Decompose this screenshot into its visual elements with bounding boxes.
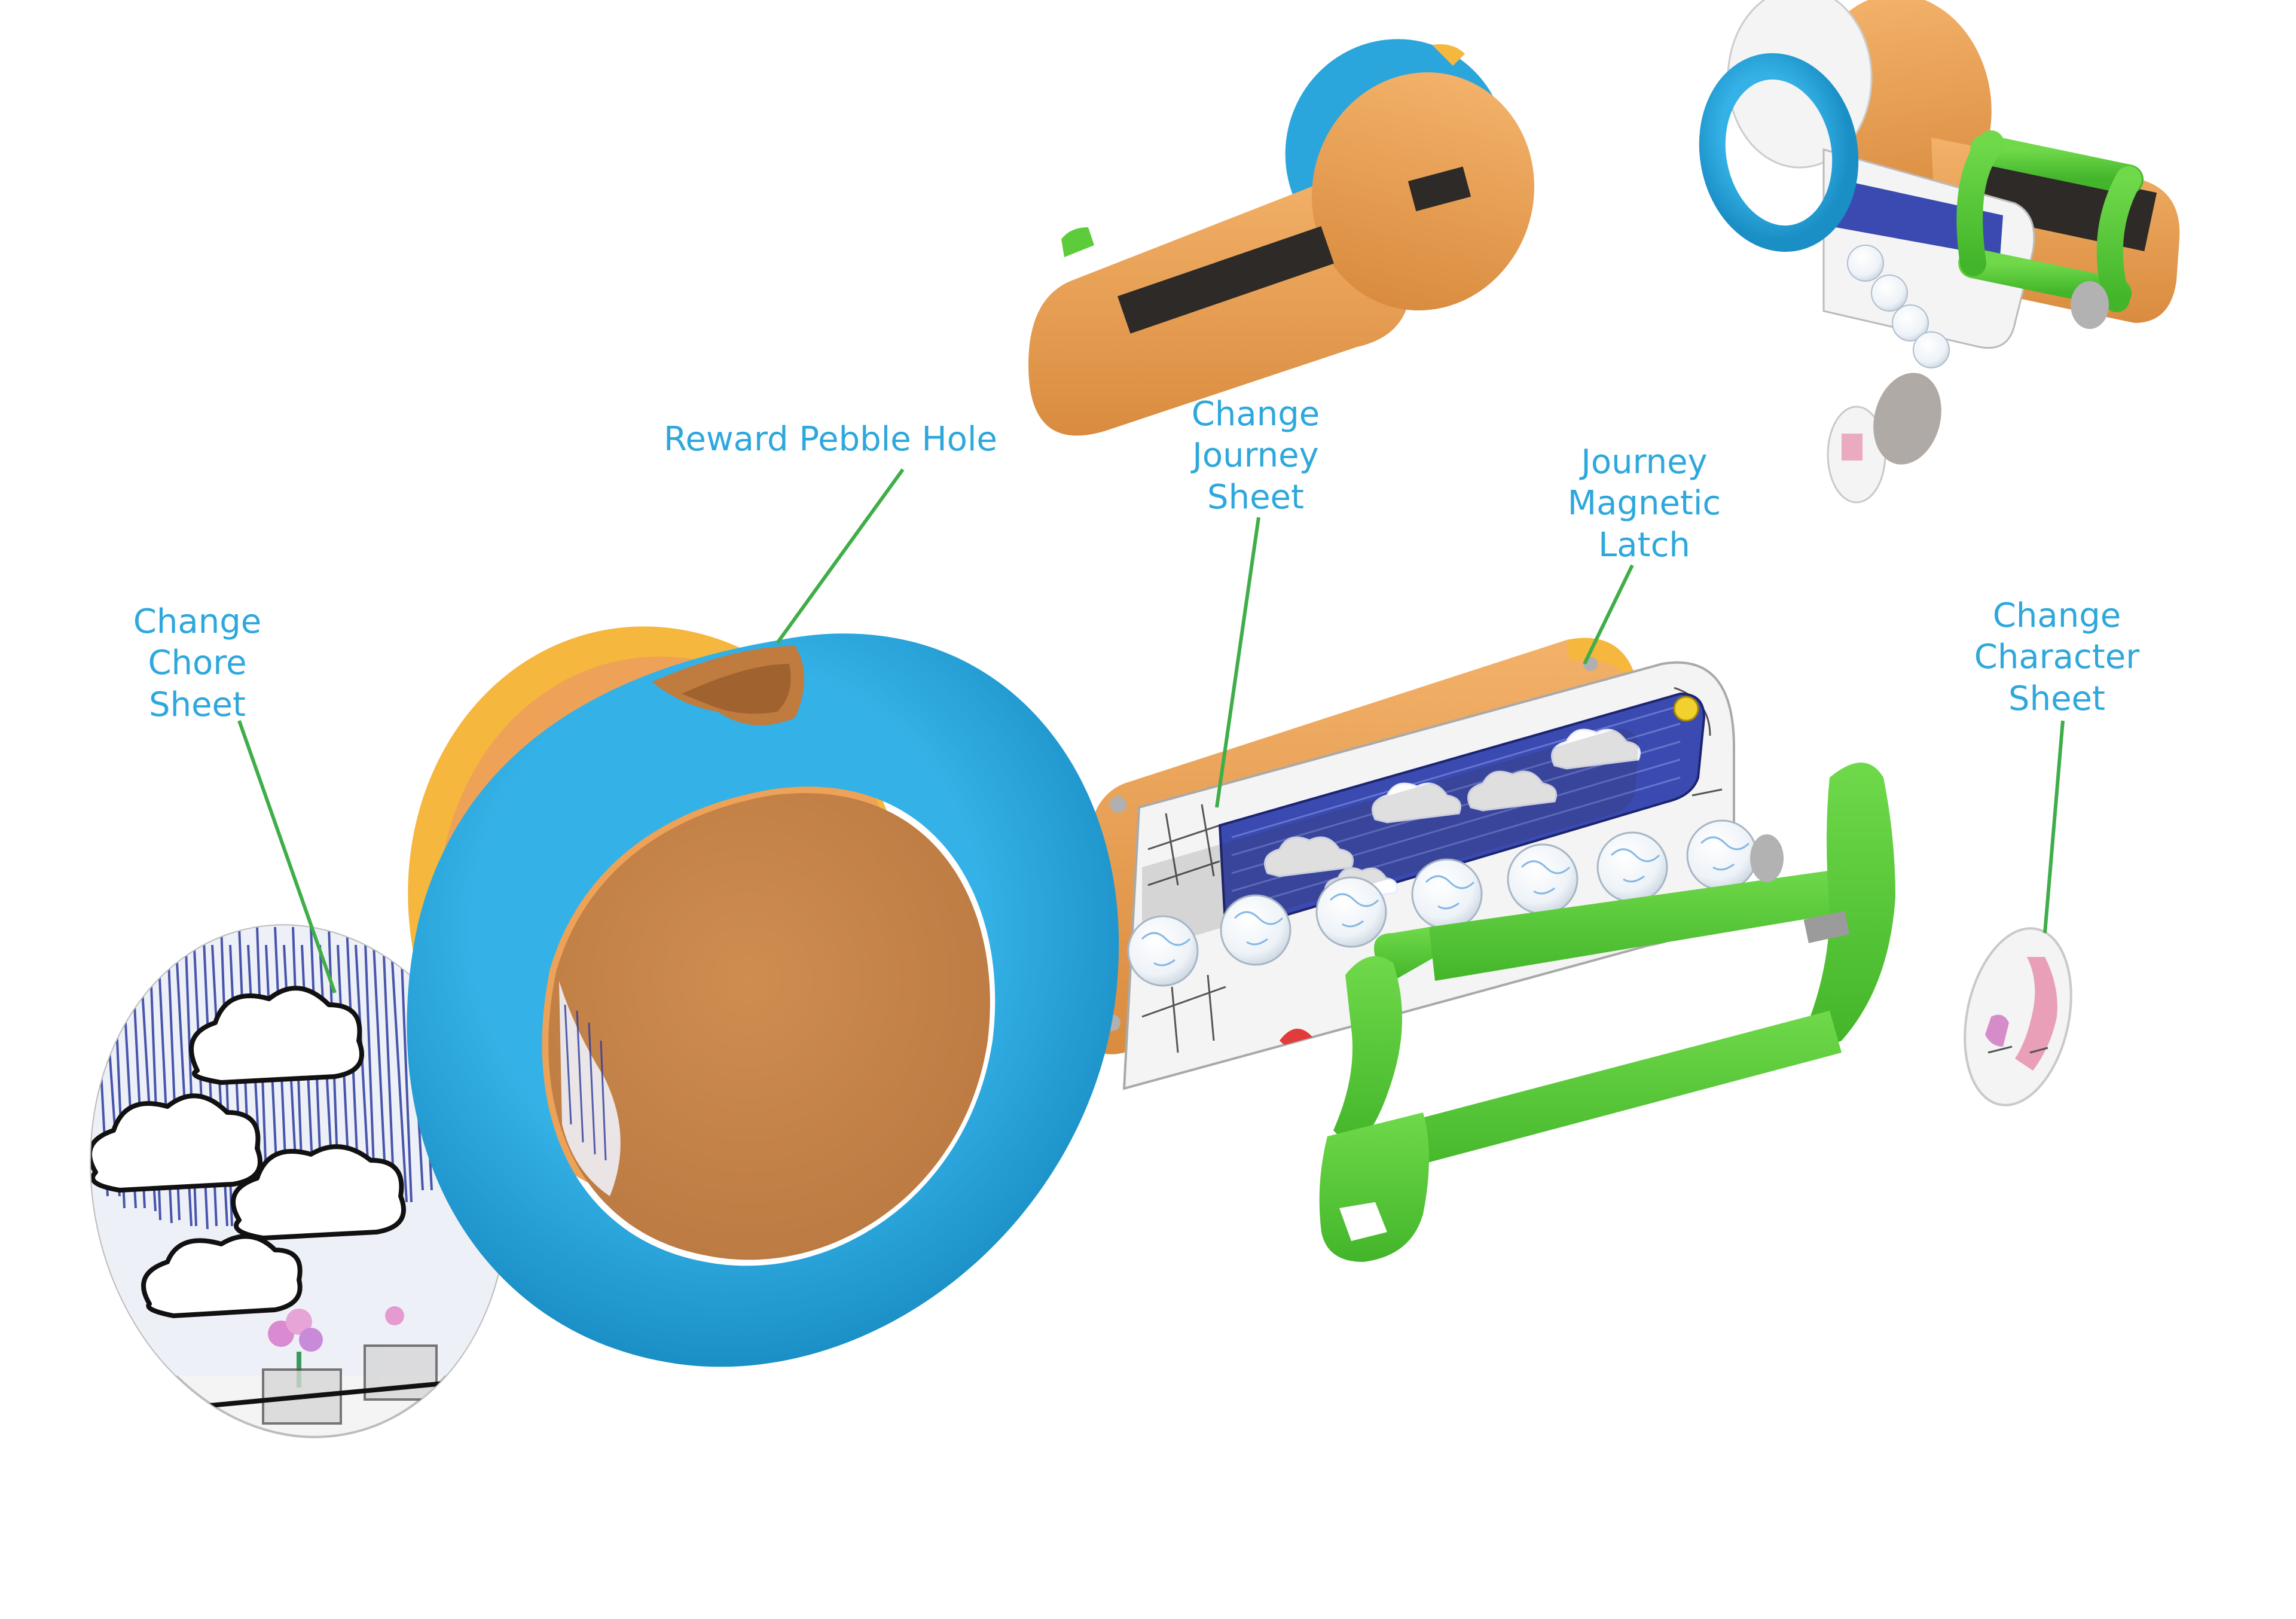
green-handle	[1319, 763, 1895, 1262]
blue-ring	[407, 633, 1119, 1367]
label-journey-magnetic-latch: Journey Magnetic Latch	[1555, 441, 1734, 566]
label-line: Change	[133, 602, 262, 641]
label-reward-pebble-hole: Reward Pebble Hole	[664, 419, 997, 460]
leader-lines	[237, 468, 2065, 993]
label-line: Journey	[1581, 443, 1708, 481]
label-line: Reward Pebble Hole	[664, 420, 997, 459]
leader-line-journey-sheet	[1215, 517, 1260, 808]
label-line: Change	[1992, 596, 2121, 635]
exploded-thumbnail	[1699, 0, 2180, 504]
label-change-journey-sheet: Change Journey Sheet	[1166, 394, 1345, 518]
label-change-character-sheet: Change Character Sheet	[1961, 595, 2152, 719]
orange-face	[548, 793, 990, 1260]
leader-line-character-sheet	[2043, 720, 2065, 934]
label-line: Latch	[1598, 525, 1690, 565]
leader-line-reward-pebble-hole	[775, 468, 905, 644]
journey-track	[1081, 638, 1758, 1090]
assembled-key-top	[1028, 39, 1535, 436]
label-line: Journey	[1192, 436, 1319, 475]
character-sheet	[1964, 927, 2072, 1106]
label-change-chore-sheet: Change Chore Sheet	[108, 601, 287, 725]
reward-pebbles	[1127, 819, 1758, 987]
leader-line-chore-sheet	[237, 720, 337, 993]
label-line: Magnetic	[1567, 484, 1721, 523]
leader-line-magnetic-latch	[1583, 564, 1634, 665]
label-line: Chore	[148, 644, 247, 683]
label-line: Character	[1974, 638, 2140, 677]
label-line: Change	[1191, 395, 1320, 434]
label-line: Sheet	[2008, 679, 2105, 718]
chore-sheet	[83, 921, 527, 1438]
label-line: Sheet	[149, 685, 246, 724]
label-line: Sheet	[1207, 477, 1304, 517]
